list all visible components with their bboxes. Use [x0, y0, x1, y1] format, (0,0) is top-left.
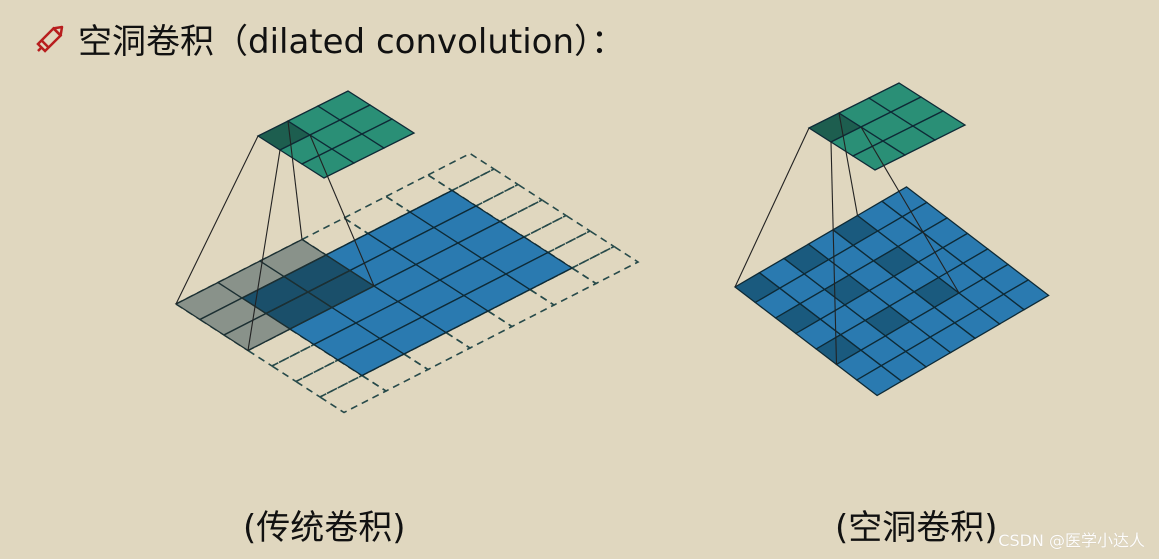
- caption-dilated-convolution: (空洞卷积): [835, 508, 998, 548]
- page-title: 空洞卷积（dilated convolution）：: [78, 22, 626, 62]
- output-cell: [360, 118, 416, 149]
- projection-line: [309, 134, 375, 287]
- projection-line: [287, 120, 303, 240]
- projection-line: [838, 112, 859, 216]
- projection-line: [830, 141, 838, 365]
- projection-line: [175, 135, 259, 305]
- input-cell: [504, 251, 574, 291]
- standard-convolution-diagram: [174, 90, 640, 414]
- padding-cell: [426, 152, 496, 192]
- padding-cell: [318, 374, 388, 414]
- caption-standard-convolution: (传统卷积): [243, 508, 406, 548]
- projection-line: [247, 149, 281, 351]
- projection-line: [860, 126, 960, 294]
- watermark: CSDN @医学小达人: [998, 531, 1145, 550]
- input-cell: [1002, 279, 1050, 311]
- padding-cell: [570, 245, 640, 285]
- dilated-convolution-diagram: [733, 82, 1050, 397]
- output-cell: [911, 110, 967, 141]
- pencil-icon: [36, 25, 64, 53]
- title-row: 空洞卷积（dilated convolution）：: [30, 14, 625, 63]
- projection-line: [734, 127, 810, 288]
